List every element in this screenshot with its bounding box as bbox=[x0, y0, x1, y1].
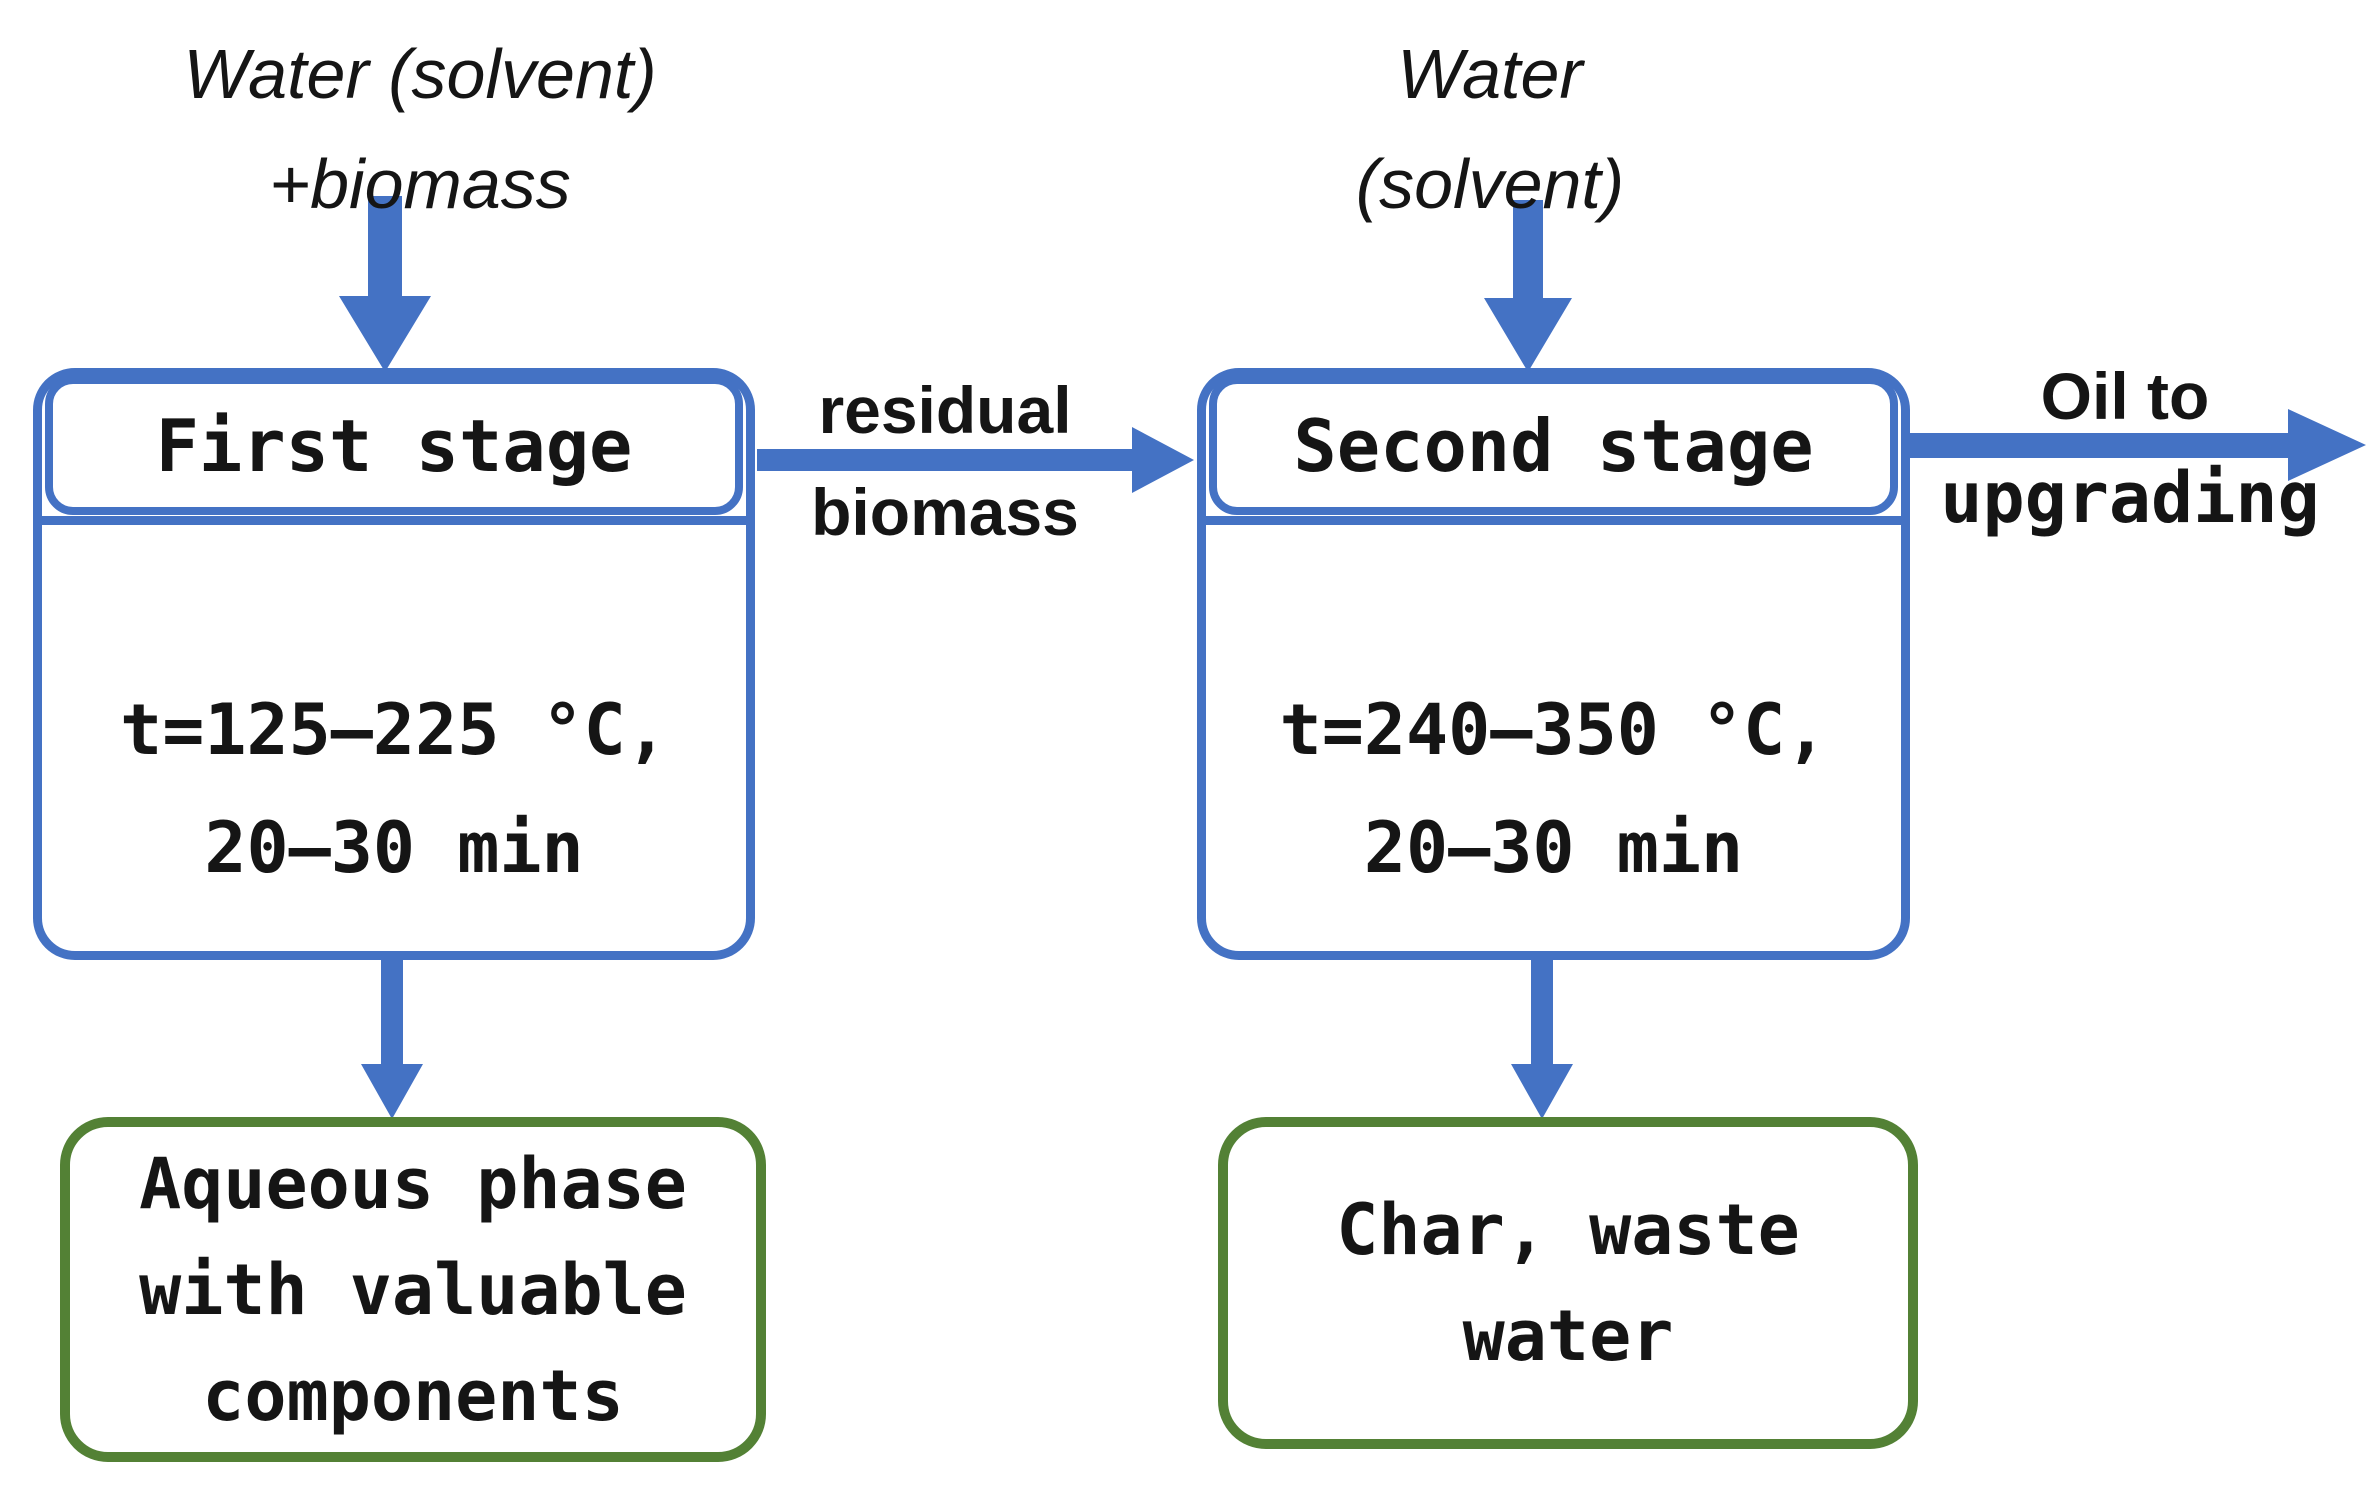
output-box-aqueous-phase: Aqueous phase with valuable components bbox=[60, 1117, 766, 1462]
feed-label-water-solvent-biomass-line2: +biomass bbox=[269, 145, 571, 223]
first-stage-conditions-line1: t=125–225 °C, bbox=[120, 689, 668, 771]
down-arrow-feed-first-icon bbox=[339, 196, 431, 372]
second-stage-conditions-line2: 20–30 min bbox=[1363, 807, 1744, 889]
first-stage-conditions-line2: 20–30 min bbox=[204, 807, 584, 889]
flow-label-biomass: biomass bbox=[811, 475, 1079, 549]
output-box-char-waste-water: Char, waste water bbox=[1218, 1117, 1918, 1449]
output-char-line1: Char, waste bbox=[1336, 1189, 1800, 1271]
output-aqueous-line2: with valuable bbox=[139, 1248, 687, 1331]
feed-label-water-solvent-line2: (solvent) bbox=[1355, 145, 1625, 223]
first-stage-header: First stage bbox=[45, 376, 743, 515]
output-char-line2: water bbox=[1462, 1295, 1674, 1377]
flow-label-oil-to: Oil to bbox=[2040, 359, 2210, 433]
output-aqueous-line3: components bbox=[202, 1354, 624, 1437]
down-arrow-feed-second-icon bbox=[1484, 200, 1572, 372]
feed-label-water-solvent-line1: Water bbox=[1397, 35, 1583, 113]
right-arrow-residual-biomass-icon bbox=[757, 427, 1194, 493]
down-arrow-output-second-icon bbox=[1511, 956, 1573, 1119]
down-arrow-output-first-icon bbox=[361, 956, 423, 1119]
second-stage-divider bbox=[1197, 516, 1910, 525]
first-stage-divider bbox=[33, 516, 755, 525]
flow-label-residual: residual bbox=[818, 373, 1072, 447]
second-stage-header: Second stage bbox=[1209, 376, 1898, 515]
first-stage-title: First stage bbox=[155, 403, 633, 488]
right-arrow-oil-icon bbox=[1910, 409, 2366, 481]
feed-label-water-solvent-biomass-line1: Water (solvent) bbox=[183, 35, 657, 113]
second-stage-conditions-line1: t=240–350 °C, bbox=[1279, 689, 1828, 771]
output-aqueous-line1: Aqueous phase bbox=[139, 1142, 687, 1225]
second-stage-title: Second stage bbox=[1293, 403, 1814, 488]
flow-label-upgrading: upgrading bbox=[1940, 457, 2320, 539]
